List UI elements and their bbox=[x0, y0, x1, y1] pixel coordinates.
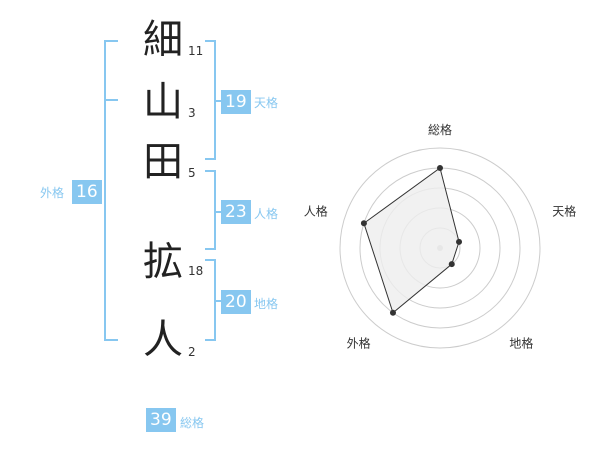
radar-point-3 bbox=[448, 261, 455, 268]
radar-axis-label-2: 天格 bbox=[552, 204, 576, 219]
soukaku-label: 総格 bbox=[180, 416, 205, 430]
tenkaku-connector bbox=[214, 100, 221, 102]
stroke-count-5: 2 bbox=[188, 345, 196, 359]
gaikaku-bracket-inner bbox=[104, 99, 118, 101]
stroke-count-3: 5 bbox=[188, 166, 196, 180]
radar-axis-label-4: 外格 bbox=[347, 335, 371, 350]
gaikaku-bracket-bottom bbox=[104, 339, 118, 341]
jinkaku-bracket-vertical bbox=[214, 170, 216, 250]
radar-point-2 bbox=[456, 238, 463, 245]
radar-series-area bbox=[363, 167, 460, 314]
soukaku-badge: 39 bbox=[146, 408, 176, 432]
radar-point-1 bbox=[437, 165, 443, 171]
jinkaku-bracket-top bbox=[205, 170, 216, 172]
name-char-2: 山 bbox=[143, 79, 183, 125]
tenkaku-bracket-top bbox=[205, 40, 216, 42]
tenkaku-badge: 19 bbox=[221, 90, 251, 114]
jinkaku-bracket-bottom bbox=[205, 248, 216, 250]
gaikaku-bracket-top bbox=[104, 40, 118, 42]
radar-axis-label-1: 総格 bbox=[428, 122, 452, 137]
name-char-3: 田 bbox=[143, 139, 183, 185]
jinkaku-badge: 23 bbox=[221, 200, 251, 224]
chikaku-label: 地格 bbox=[254, 297, 279, 311]
radar-grid-ring bbox=[339, 147, 541, 349]
gaikaku-badge: 16 bbox=[72, 180, 102, 204]
name-char-1: 細 bbox=[143, 17, 183, 63]
tenkaku-label: 天格 bbox=[254, 96, 279, 110]
chikaku-bracket-bottom bbox=[205, 339, 216, 341]
jinkaku-connector bbox=[214, 211, 221, 213]
name-char-4: 拡 bbox=[143, 239, 183, 285]
chikaku-connector bbox=[214, 300, 221, 302]
stroke-count-2: 3 bbox=[188, 106, 196, 120]
gaikaku-bracket-vertical bbox=[104, 40, 106, 341]
radar-point-4 bbox=[389, 309, 396, 316]
name-char-5: 人 bbox=[143, 317, 183, 363]
chikaku-bracket-top bbox=[205, 259, 216, 261]
gaikaku-label: 外格 bbox=[40, 186, 65, 200]
stroke-count-1: 11 bbox=[188, 44, 204, 58]
radar-axis-label-5: 人格 bbox=[304, 204, 328, 219]
tenkaku-bracket-bottom bbox=[205, 158, 216, 160]
radar-axis-label-3: 地格 bbox=[509, 335, 533, 350]
jinkaku-label: 人格 bbox=[254, 207, 279, 221]
chikaku-badge: 20 bbox=[221, 290, 251, 314]
radar-point-5 bbox=[360, 220, 367, 227]
stroke-count-4: 18 bbox=[188, 264, 204, 278]
